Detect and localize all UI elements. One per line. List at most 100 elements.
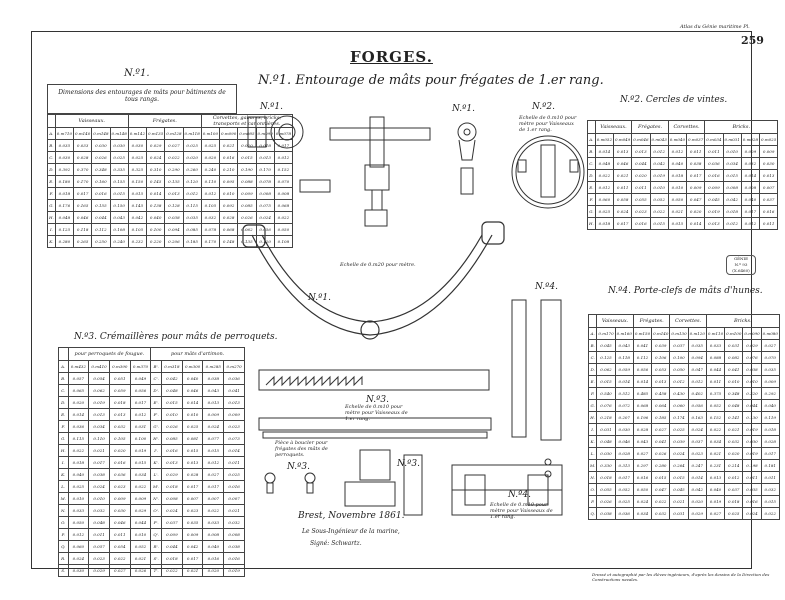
table-cell: 0.026 <box>129 564 152 577</box>
drawing-n1-ring-plan <box>247 115 304 149</box>
figure-label-n3-a: N.º3. <box>366 395 389 405</box>
drawing-n3-rack <box>258 369 492 439</box>
plate-frame <box>31 31 752 569</box>
drawing-n1-arc <box>242 221 505 340</box>
drawing-n1-link <box>457 122 477 195</box>
figure-label-n4: N.º4. <box>535 282 558 292</box>
table-n1-label: N.º1. <box>124 68 150 79</box>
stamp-line-1: GÉNIE <box>733 256 749 261</box>
table-cell: 0.021 <box>181 564 204 577</box>
table-n4: Vaisseaux.Frégates.Corvettes.Bricks.A.0.… <box>587 314 780 520</box>
drawing-n1-key <box>299 116 431 227</box>
table-cell: 0.022 <box>760 507 780 520</box>
figure-label-n1-b: N.º1. <box>452 104 475 114</box>
figure-label-n2: N.º2. <box>532 102 555 112</box>
table-n1-header-row: Vaisseaux.Frégates.Corvettes, gabares, b… <box>47 114 294 128</box>
library-stamp: GÉNIE N.º 93 (X.6460) <box>726 255 756 275</box>
stamp-line-2: N.º 93 <box>734 262 748 267</box>
table-cell: 0.013 <box>223 396 245 409</box>
table-cell: 0.019 <box>223 564 245 577</box>
caption-n4-scale: Echelle de 0.m10 pour mètre pour Vaissea… <box>490 502 553 520</box>
figure-label-n3-c: N.º3. <box>397 459 420 469</box>
table-n3-label: N.º3. Crémaillères pour mâts de perroque… <box>74 332 278 342</box>
drawing-n3-details <box>264 449 423 516</box>
figure-label-n1-c: N.º1. <box>308 293 331 303</box>
table-n2-label: N.º2. Cercles de vintes. <box>620 95 728 105</box>
table-n2: Vaisseaux.Frégates.Corvettes.Bricks.A.0.… <box>587 120 779 230</box>
caption-n3-scale: Echelle de 0.m10 pour mètre pour Vaissea… <box>345 404 408 422</box>
table-cell: 0.265 <box>73 235 93 248</box>
signature-name: Signé: Schwartz. <box>310 540 362 547</box>
table-cell: 0.250 <box>91 235 111 248</box>
figure-label-n1-a: N.º1. <box>260 102 283 112</box>
table-cell: 0.170 <box>200 235 221 248</box>
signature-role: Le Sous-Ingénieur de la marine, <box>302 528 400 535</box>
table-cell: 0.031 <box>669 507 689 520</box>
caption-n1-scale: Echelle de 0.m20 pour mètre. <box>340 262 416 268</box>
table-cell: 0.240 <box>109 235 129 248</box>
table-cell: 0.032 <box>651 507 671 520</box>
table-cell: 0.038 <box>223 540 245 553</box>
table-cell: 0.010 <box>129 528 152 541</box>
table-n4-label: N.º4. Porte-clefs de mâts d'hunes. <box>608 286 763 296</box>
drawing-n4-plate <box>451 464 563 516</box>
figure-label-n3-b: N.º3. <box>287 462 310 472</box>
table-cell: 0.007 <box>759 181 779 194</box>
table-cell: 0.012 <box>722 217 742 230</box>
drawing-n4-bar <box>511 299 562 478</box>
plate-title: FORGES. <box>350 48 433 66</box>
table-n3: pour perroquets de fougue.pour mâts d'ar… <box>58 347 245 577</box>
table-cell: 0.016 <box>631 217 651 230</box>
drawing-n2-hoop <box>511 135 585 209</box>
figure-label-n4-b: N.º4. <box>508 490 531 500</box>
bottom-note: Dressé et autographié par les élèves-ing… <box>592 572 770 582</box>
top-right-note: Atlas du Génie maritime Pl. <box>680 24 750 30</box>
caption-n3-detail: Pièce à boucler pour frégates des mâts d… <box>275 440 328 458</box>
plate-subtitle: N.º1. Entourage de mâts pour frégates de… <box>258 73 604 88</box>
table-n1-caption-box: Dimensions des entourages de mâts pour b… <box>47 84 237 114</box>
caption-n2-scale: Echelle de 0.m10 pour mètre pour Vaissea… <box>519 115 577 133</box>
table-cell: 0.108 <box>273 235 294 248</box>
table-cell: 0.011 <box>759 217 779 230</box>
stamp-line-3: (X.6460) <box>732 268 750 273</box>
table-n1-caption: Dimensions des entourages de mâts pour b… <box>58 89 226 103</box>
table-n1: Vaisseaux.Frégates.Corvettes, gabares, b… <box>47 114 294 248</box>
table-cell: Q. <box>587 507 598 520</box>
table-cell: 0.034 <box>632 507 653 520</box>
table-n4-header-row: Vaisseaux.Frégates.Corvettes.Bricks. <box>587 314 780 328</box>
